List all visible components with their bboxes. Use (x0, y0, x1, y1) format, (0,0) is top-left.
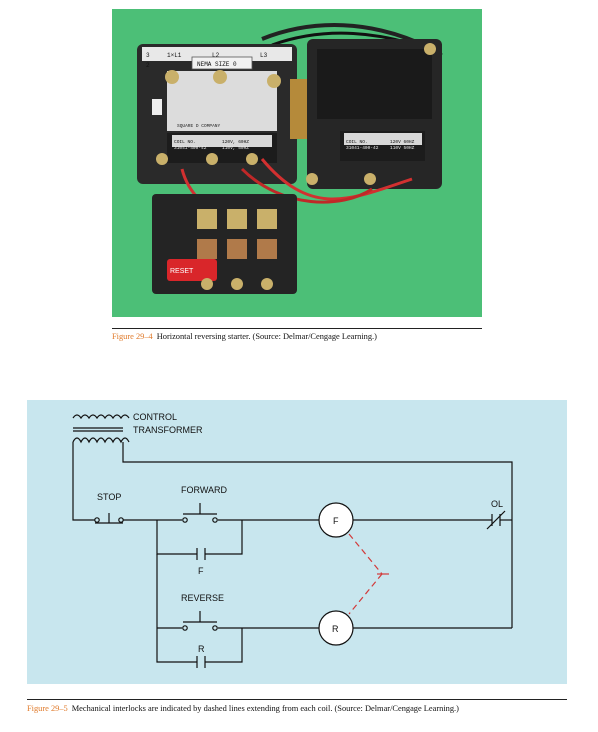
photo-label-coil-no-right: COIL NO. (346, 139, 368, 145)
label-coil-r: R (332, 624, 339, 634)
mechanical-interlock (348, 533, 389, 615)
photo-label-l1: 1×L1 (167, 52, 182, 59)
figure-29-5-number: Figure 29–5 (27, 704, 68, 713)
label-stop: STOP (97, 492, 121, 502)
label-contact-r: R (198, 644, 205, 654)
photo-label-nema: NEMA SIZE 0 (197, 61, 237, 68)
label-reverse: REVERSE (181, 593, 224, 603)
label-control: CONTROL (133, 412, 177, 422)
photo-label-coil-v1-left: 120V, 60HZ (222, 139, 249, 145)
figure-29-5-rule (27, 699, 567, 700)
photo-label-l2: L2 (212, 52, 220, 59)
photo-label-coil-v2-left: 110V, 50HZ (222, 145, 249, 151)
ladder-diagram: CONTROL TRANSFORMER STOP FORWARD REVERSE… (27, 400, 567, 684)
photo-label-2: 2 (146, 62, 150, 69)
label-transformer: TRANSFORMER (133, 425, 203, 435)
transformer-primary-coil (72, 414, 130, 420)
photo-label-brand: SQUARE D COMPANY (177, 123, 221, 129)
photo-label-3: 3 (146, 52, 150, 59)
reversing-starter-photo: 3 2 1×L1 L2 L3 NEMA SIZE 0 COIL NO. 3104… (112, 9, 482, 317)
figure-29-4-caption-text: Horizontal reversing starter. (Source: D… (156, 332, 377, 341)
photo-label-coil-no-left: COIL NO. (174, 139, 196, 145)
photo-label-coil-v2-right: 110V 50HZ (390, 145, 415, 151)
label-coil-f: F (333, 516, 339, 526)
photo-label-coil-code-left: 31041-400-42 (174, 145, 207, 151)
figure-29-5-caption-text: Mechanical interlocks are indicated by d… (71, 704, 459, 713)
figure-29-4-rule (112, 328, 482, 329)
photo-label-reset: RESET (170, 268, 194, 275)
photo-label-l3: L3 (260, 52, 268, 59)
transformer-secondary-coil (72, 437, 130, 444)
label-contact-f: F (198, 566, 204, 576)
photo-label-coil-v1-right: 120V 60HZ (390, 139, 415, 145)
label-ol: OL (491, 499, 503, 509)
figure-29-4-number: Figure 29–4 (112, 332, 153, 341)
photo-label-coil-code-right: 31041-400-42 (346, 145, 379, 151)
label-forward: FORWARD (181, 485, 227, 495)
